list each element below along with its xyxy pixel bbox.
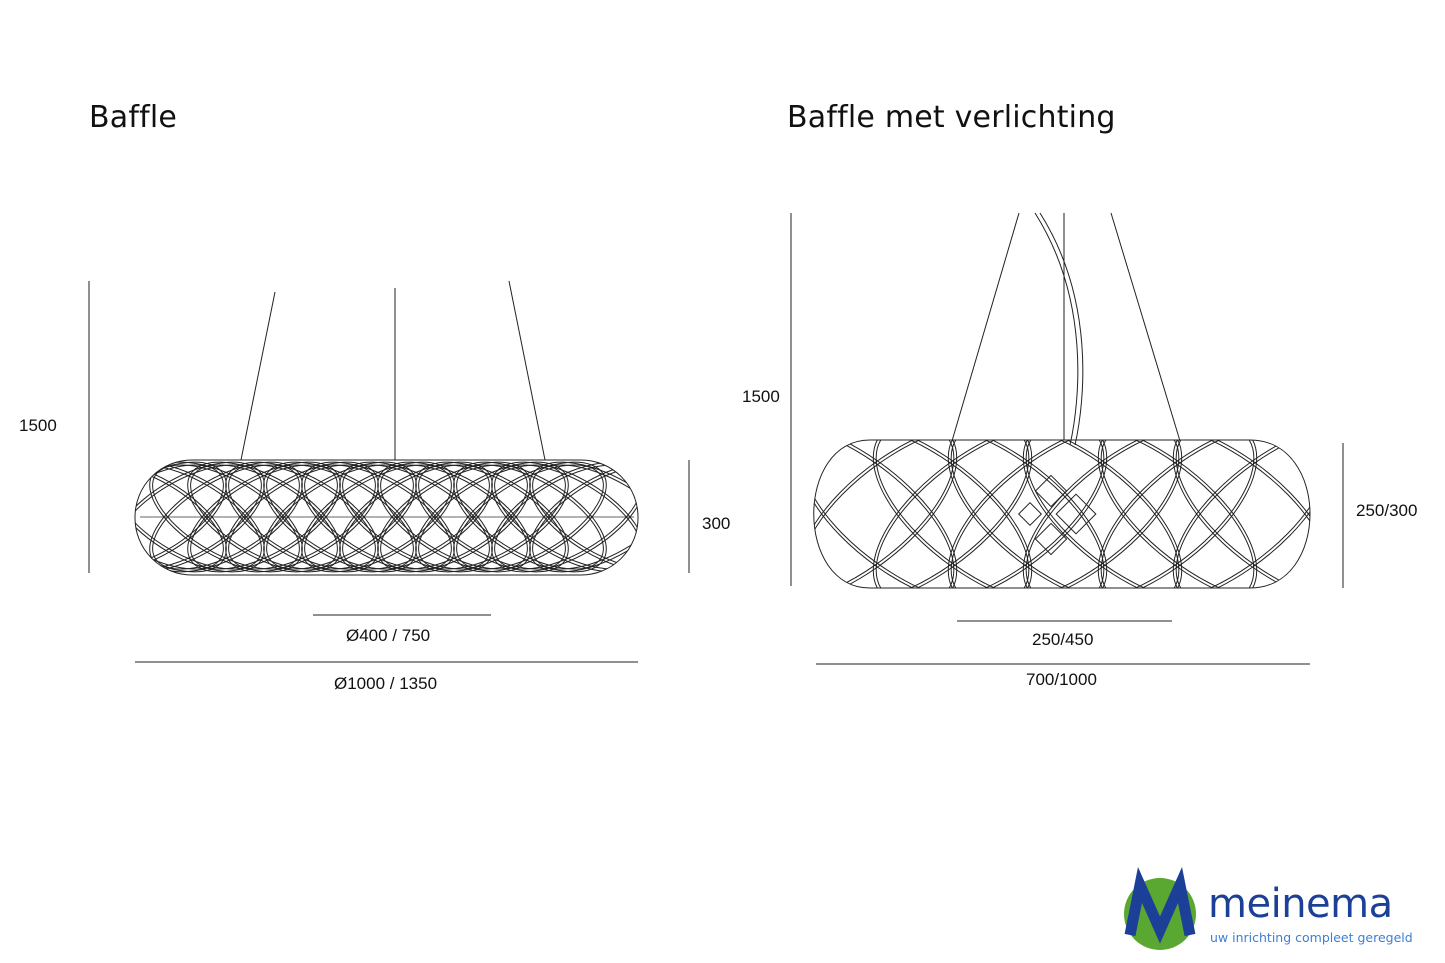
right-depth-label: 250/300 [1356, 501, 1418, 520]
left-inner-diameter-label: Ø400 / 750 [346, 626, 431, 645]
lattice-ring [494, 464, 638, 570]
lattice-ring [1175, 440, 1310, 588]
lattice-ring [1172, 440, 1310, 588]
power-cord [1034, 212, 1079, 446]
lattice-ring [1097, 440, 1310, 588]
lattice-ring [947, 440, 1183, 588]
lattice-ring [947, 440, 1183, 588]
left-outer-diameter-label: Ø1000 / 1350 [334, 674, 438, 693]
lattice-ring [1022, 440, 1258, 588]
right-inner-width-label: 250/450 [1032, 630, 1094, 649]
lattice-ring [1025, 440, 1255, 588]
lattice-ring [190, 464, 338, 570]
lattice-ring [228, 464, 376, 570]
lattice-ring [456, 464, 604, 570]
lattice-ring [813, 440, 955, 588]
lattice-ring [380, 464, 528, 570]
lattice-ring [418, 464, 566, 570]
lattice-ring [529, 461, 638, 573]
lattice-ring [950, 440, 1180, 588]
lattice-ring [532, 464, 638, 570]
lattice-ring [1175, 440, 1310, 588]
lattice-ring [342, 464, 490, 570]
lattice-ring [813, 440, 958, 588]
lattice-ring [418, 464, 566, 570]
right-title: Baffle met verlichting [787, 100, 1116, 135]
lattice-ring [491, 461, 638, 573]
baffle-outline [813, 439, 1311, 589]
lattice-ring [813, 440, 955, 588]
lattice-ring [135, 464, 262, 570]
lattice-ring [950, 440, 1180, 588]
lattice-ring [813, 440, 958, 588]
lattice-ring [875, 440, 1105, 588]
suspension-cable [1110, 212, 1181, 442]
light-fixture [1034, 474, 1068, 508]
left-title: Baffle [89, 100, 178, 135]
meinema-logo-icon [1124, 866, 1196, 950]
lattice-ring [456, 464, 604, 570]
lattice-ring [190, 464, 338, 570]
left-height-label: 1500 [19, 416, 57, 435]
lattice-ring [135, 464, 224, 570]
right-height-label: 1500 [742, 387, 780, 406]
lattice-ring [532, 464, 638, 570]
lattice-ring [1022, 440, 1258, 588]
lattice-ring [872, 440, 1108, 588]
lattice-ring [872, 440, 1108, 588]
lattice-ring [342, 464, 490, 570]
lattice-ring [152, 464, 300, 570]
logo-tagline: uw inrichting compleet geregeld [1210, 930, 1413, 945]
lattice-ring [135, 464, 224, 570]
lattice-ring [266, 464, 414, 570]
left-depth-label: 300 [702, 514, 731, 533]
lattice-ring [813, 440, 1030, 588]
lattice-ring [152, 464, 300, 570]
suspension-cable [240, 291, 276, 461]
lattice-ring [1025, 440, 1255, 588]
suspension-cable [508, 280, 546, 461]
lattice-ring [304, 464, 452, 570]
lattice-ring [1100, 440, 1310, 588]
lattice-ring [1172, 440, 1310, 588]
suspension-cable [951, 212, 1020, 442]
lattice-ring [266, 464, 414, 570]
lattice-ring [1100, 440, 1310, 588]
lattice-ring [380, 464, 528, 570]
lattice-ring [135, 464, 262, 570]
lattice-ring [491, 461, 638, 573]
lattice-ring [529, 461, 638, 573]
baffle-lit-drawing [790, 212, 1344, 665]
lattice-ring [228, 464, 376, 570]
baffle-lattice [813, 440, 1310, 588]
light-fixture [1034, 522, 1068, 556]
baffle-outline [134, 459, 639, 576]
lattice-ring [813, 440, 1030, 588]
lattice-ring [875, 440, 1105, 588]
logo-name: meinema [1208, 881, 1393, 927]
lattice-ring [304, 464, 452, 570]
baffle-drawing [88, 280, 690, 663]
light-fixture [1055, 493, 1097, 535]
lattice-ring [494, 464, 638, 570]
right-outer-width-label: 700/1000 [1026, 670, 1097, 689]
lattice-ring [1097, 440, 1310, 588]
